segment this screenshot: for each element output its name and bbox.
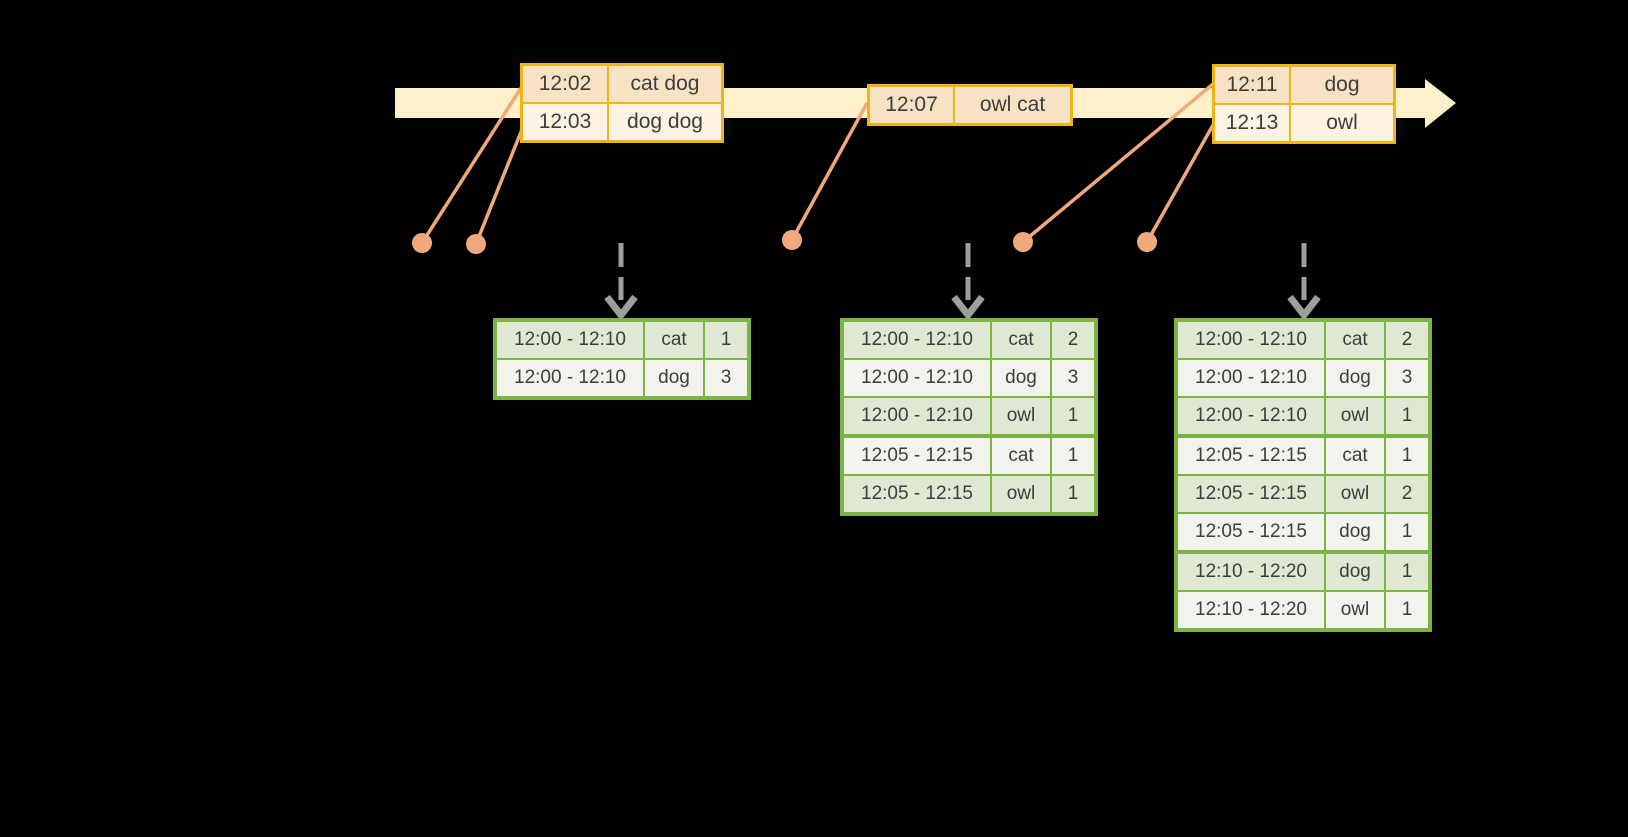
word-cell: cat [992,322,1050,358]
count-cell: 1 [1052,398,1094,434]
count-cell: 2 [1052,322,1094,358]
result-row: 12:05 - 12:15 dog 1 [1178,514,1428,550]
result-table-1: 12:00 - 12:10 cat 1 12:00 - 12:10 dog 3 [493,318,751,400]
window-cell: 12:05 - 12:15 [844,438,990,474]
event-dot-icon [466,234,486,254]
window-cell: 12:00 - 12:10 [1178,398,1324,434]
word-cell: owl [1326,398,1384,434]
window-cell: 12:00 - 12:10 [1178,322,1324,358]
event-dots [412,230,1157,254]
event-connector-lines [420,82,1215,245]
event-dot-icon [1013,232,1033,252]
count-cell: 3 [1052,360,1094,396]
result-row: 12:00 - 12:10 cat 1 [497,322,747,358]
result-table-2: 12:00 - 12:10 cat 2 12:00 - 12:10 dog 3 … [840,318,1098,516]
down-arrowhead-icon [604,294,638,321]
word-cell: owl [992,476,1050,512]
count-cell: 1 [1386,398,1428,434]
event-words-cell: owl cat [955,87,1070,123]
count-cell: 1 [1386,514,1428,550]
trigger-arrows [604,243,1321,321]
result-row: 12:00 - 12:10 dog 3 [1178,360,1428,396]
result-row: 12:00 - 12:10 dog 3 [497,360,747,396]
result-row: 12:05 - 12:15 cat 1 [1178,438,1428,474]
count-cell: 3 [1386,360,1428,396]
window-cell: 12:05 - 12:15 [1178,476,1324,512]
count-cell: 1 [1386,438,1428,474]
event-words-cell: owl [1291,105,1393,141]
window-cell: 12:00 - 12:10 [844,360,990,396]
result-row: 12:00 - 12:10 owl 1 [844,398,1094,434]
event-connector-line [420,87,523,244]
event-time-cell: 12:13 [1215,105,1289,141]
event-dot-icon [782,230,802,250]
count-cell: 1 [1386,554,1428,590]
word-cell: cat [992,438,1050,474]
window-cell: 12:00 - 12:10 [1178,360,1324,396]
timeline-arrowhead-icon [1425,79,1456,128]
count-cell: 1 [1052,438,1094,474]
count-cell: 3 [705,360,747,396]
word-cell: dog [1326,514,1384,550]
window-cell: 12:00 - 12:10 [844,322,990,358]
event-dot-icon [1137,232,1157,252]
word-cell: cat [1326,438,1384,474]
result-row: 12:00 - 12:10 owl 1 [1178,398,1428,434]
word-cell: dog [1326,360,1384,396]
event-time-cell: 12:02 [523,66,607,102]
window-cell: 12:10 - 12:20 [1178,592,1324,628]
input-row: 12:03 dog dog [523,104,721,140]
window-cell: 12:00 - 12:10 [497,360,643,396]
window-cell: 12:00 - 12:10 [497,322,643,358]
count-cell: 2 [1386,322,1428,358]
input-row: 12:11 dog [1215,67,1393,103]
word-cell: owl [1326,476,1384,512]
event-connector-line [1021,82,1215,244]
result-row: 12:05 - 12:15 owl 2 [1178,476,1428,512]
word-cell: cat [645,322,703,358]
window-cell: 12:05 - 12:15 [1178,438,1324,474]
event-time-cell: 12:03 [523,104,607,140]
down-arrowhead-icon [951,294,985,321]
result-row: 12:10 - 12:20 owl 1 [1178,592,1428,628]
window-cell: 12:10 - 12:20 [1178,554,1324,590]
event-dot-icon [412,233,432,253]
count-cell: 1 [1052,476,1094,512]
result-row: 12:00 - 12:10 cat 2 [1178,322,1428,358]
window-cell: 12:00 - 12:10 [844,398,990,434]
result-row: 12:00 - 12:10 dog 3 [844,360,1094,396]
count-cell: 1 [1386,592,1428,628]
word-cell: dog [992,360,1050,396]
event-words-cell: dog [1291,67,1393,103]
window-cell: 12:05 - 12:15 [1178,514,1324,550]
event-time-cell: 12:11 [1215,67,1289,103]
down-arrowhead-icon [1287,294,1321,321]
window-cell: 12:05 - 12:15 [844,476,990,512]
input-row: 12:13 owl [1215,105,1393,141]
event-words-cell: dog dog [609,104,721,140]
event-words-cell: cat dog [609,66,721,102]
word-cell: dog [645,360,703,396]
result-table-3: 12:00 - 12:10 cat 2 12:00 - 12:10 dog 3 … [1174,318,1432,632]
input-row: 12:07 owl cat [870,87,1070,123]
count-cell: 1 [705,322,747,358]
result-row: 12:05 - 12:15 cat 1 [844,438,1094,474]
word-cell: dog [1326,554,1384,590]
word-cell: owl [992,398,1050,434]
input-batch-table-3: 12:11 dog 12:13 owl [1212,64,1396,144]
event-connector-line [1145,124,1215,243]
result-row: 12:05 - 12:15 owl 1 [844,476,1094,512]
input-batch-table-1: 12:02 cat dog 12:03 dog dog [520,63,724,143]
count-cell: 2 [1386,476,1428,512]
result-row: 12:00 - 12:10 cat 2 [844,322,1094,358]
word-cell: owl [1326,592,1384,628]
event-connector-line [790,102,869,241]
input-row: 12:02 cat dog [523,66,721,102]
event-time-cell: 12:07 [870,87,953,123]
event-connector-line [474,126,525,245]
input-batch-table-2: 12:07 owl cat [867,84,1073,126]
word-cell: cat [1326,322,1384,358]
result-row: 12:10 - 12:20 dog 1 [1178,554,1428,590]
